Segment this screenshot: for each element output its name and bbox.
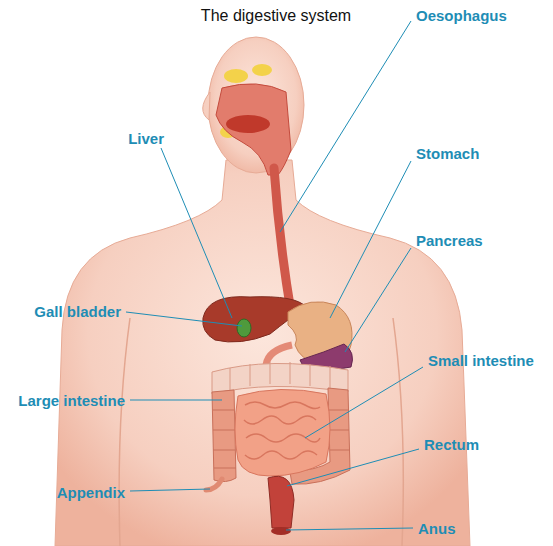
oral-nasal-cavity — [216, 84, 291, 175]
part-label: Appendix — [57, 484, 125, 501]
rectum-organ — [268, 476, 294, 528]
haustra-line — [329, 410, 348, 411]
colon-stripe — [230, 368, 231, 390]
part-label: Rectum — [424, 436, 479, 453]
colon-stripe — [250, 364, 251, 386]
ascending-colon — [212, 390, 236, 482]
tongue — [226, 115, 270, 133]
colon-stripe — [270, 362, 271, 384]
haustra-line — [213, 450, 235, 451]
diagram-title: The digestive system — [201, 7, 351, 25]
colon-stripe — [290, 362, 291, 384]
appendix-organ — [206, 479, 222, 490]
part-label: Pancreas — [416, 232, 483, 249]
colon-stripe — [330, 366, 331, 389]
leader-lines — [126, 21, 423, 530]
colon-stripe — [310, 364, 311, 386]
part-label: Liver — [128, 130, 164, 147]
arm-crease — [119, 318, 130, 546]
arm-crease — [393, 318, 403, 546]
haustra-line — [329, 430, 349, 431]
leader-line — [330, 161, 411, 318]
nose-profile — [203, 92, 210, 120]
leader-line — [130, 489, 210, 491]
part-label: Gall bladder — [34, 303, 121, 320]
haustra-line — [330, 450, 349, 451]
part-label: Stomach — [416, 145, 479, 162]
haustra-line — [214, 468, 236, 469]
sinus — [252, 64, 272, 76]
small-intestine-organ — [235, 389, 330, 476]
leader-line — [305, 367, 423, 438]
haustra-line — [213, 410, 234, 411]
leader-line — [126, 312, 242, 326]
haustra-line — [213, 430, 235, 431]
colon-stripes — [230, 362, 330, 390]
anus-opening — [271, 527, 291, 535]
leader-line — [280, 21, 411, 232]
gall-bladder-organ — [237, 319, 251, 337]
leader-line — [287, 449, 419, 486]
leader-line — [161, 148, 232, 318]
part-label: Large intestine — [18, 392, 125, 409]
part-label: Anus — [418, 520, 456, 537]
leader-line — [286, 528, 413, 530]
oesophagus-tube — [274, 168, 291, 312]
sinus — [224, 69, 248, 83]
leader-line — [130, 400, 222, 401]
body-outline — [55, 160, 470, 546]
part-label: Oesophagus — [416, 7, 507, 24]
intestine-coils — [244, 402, 320, 459]
part-label: Small intestine — [428, 352, 534, 369]
leader-line — [345, 248, 411, 352]
